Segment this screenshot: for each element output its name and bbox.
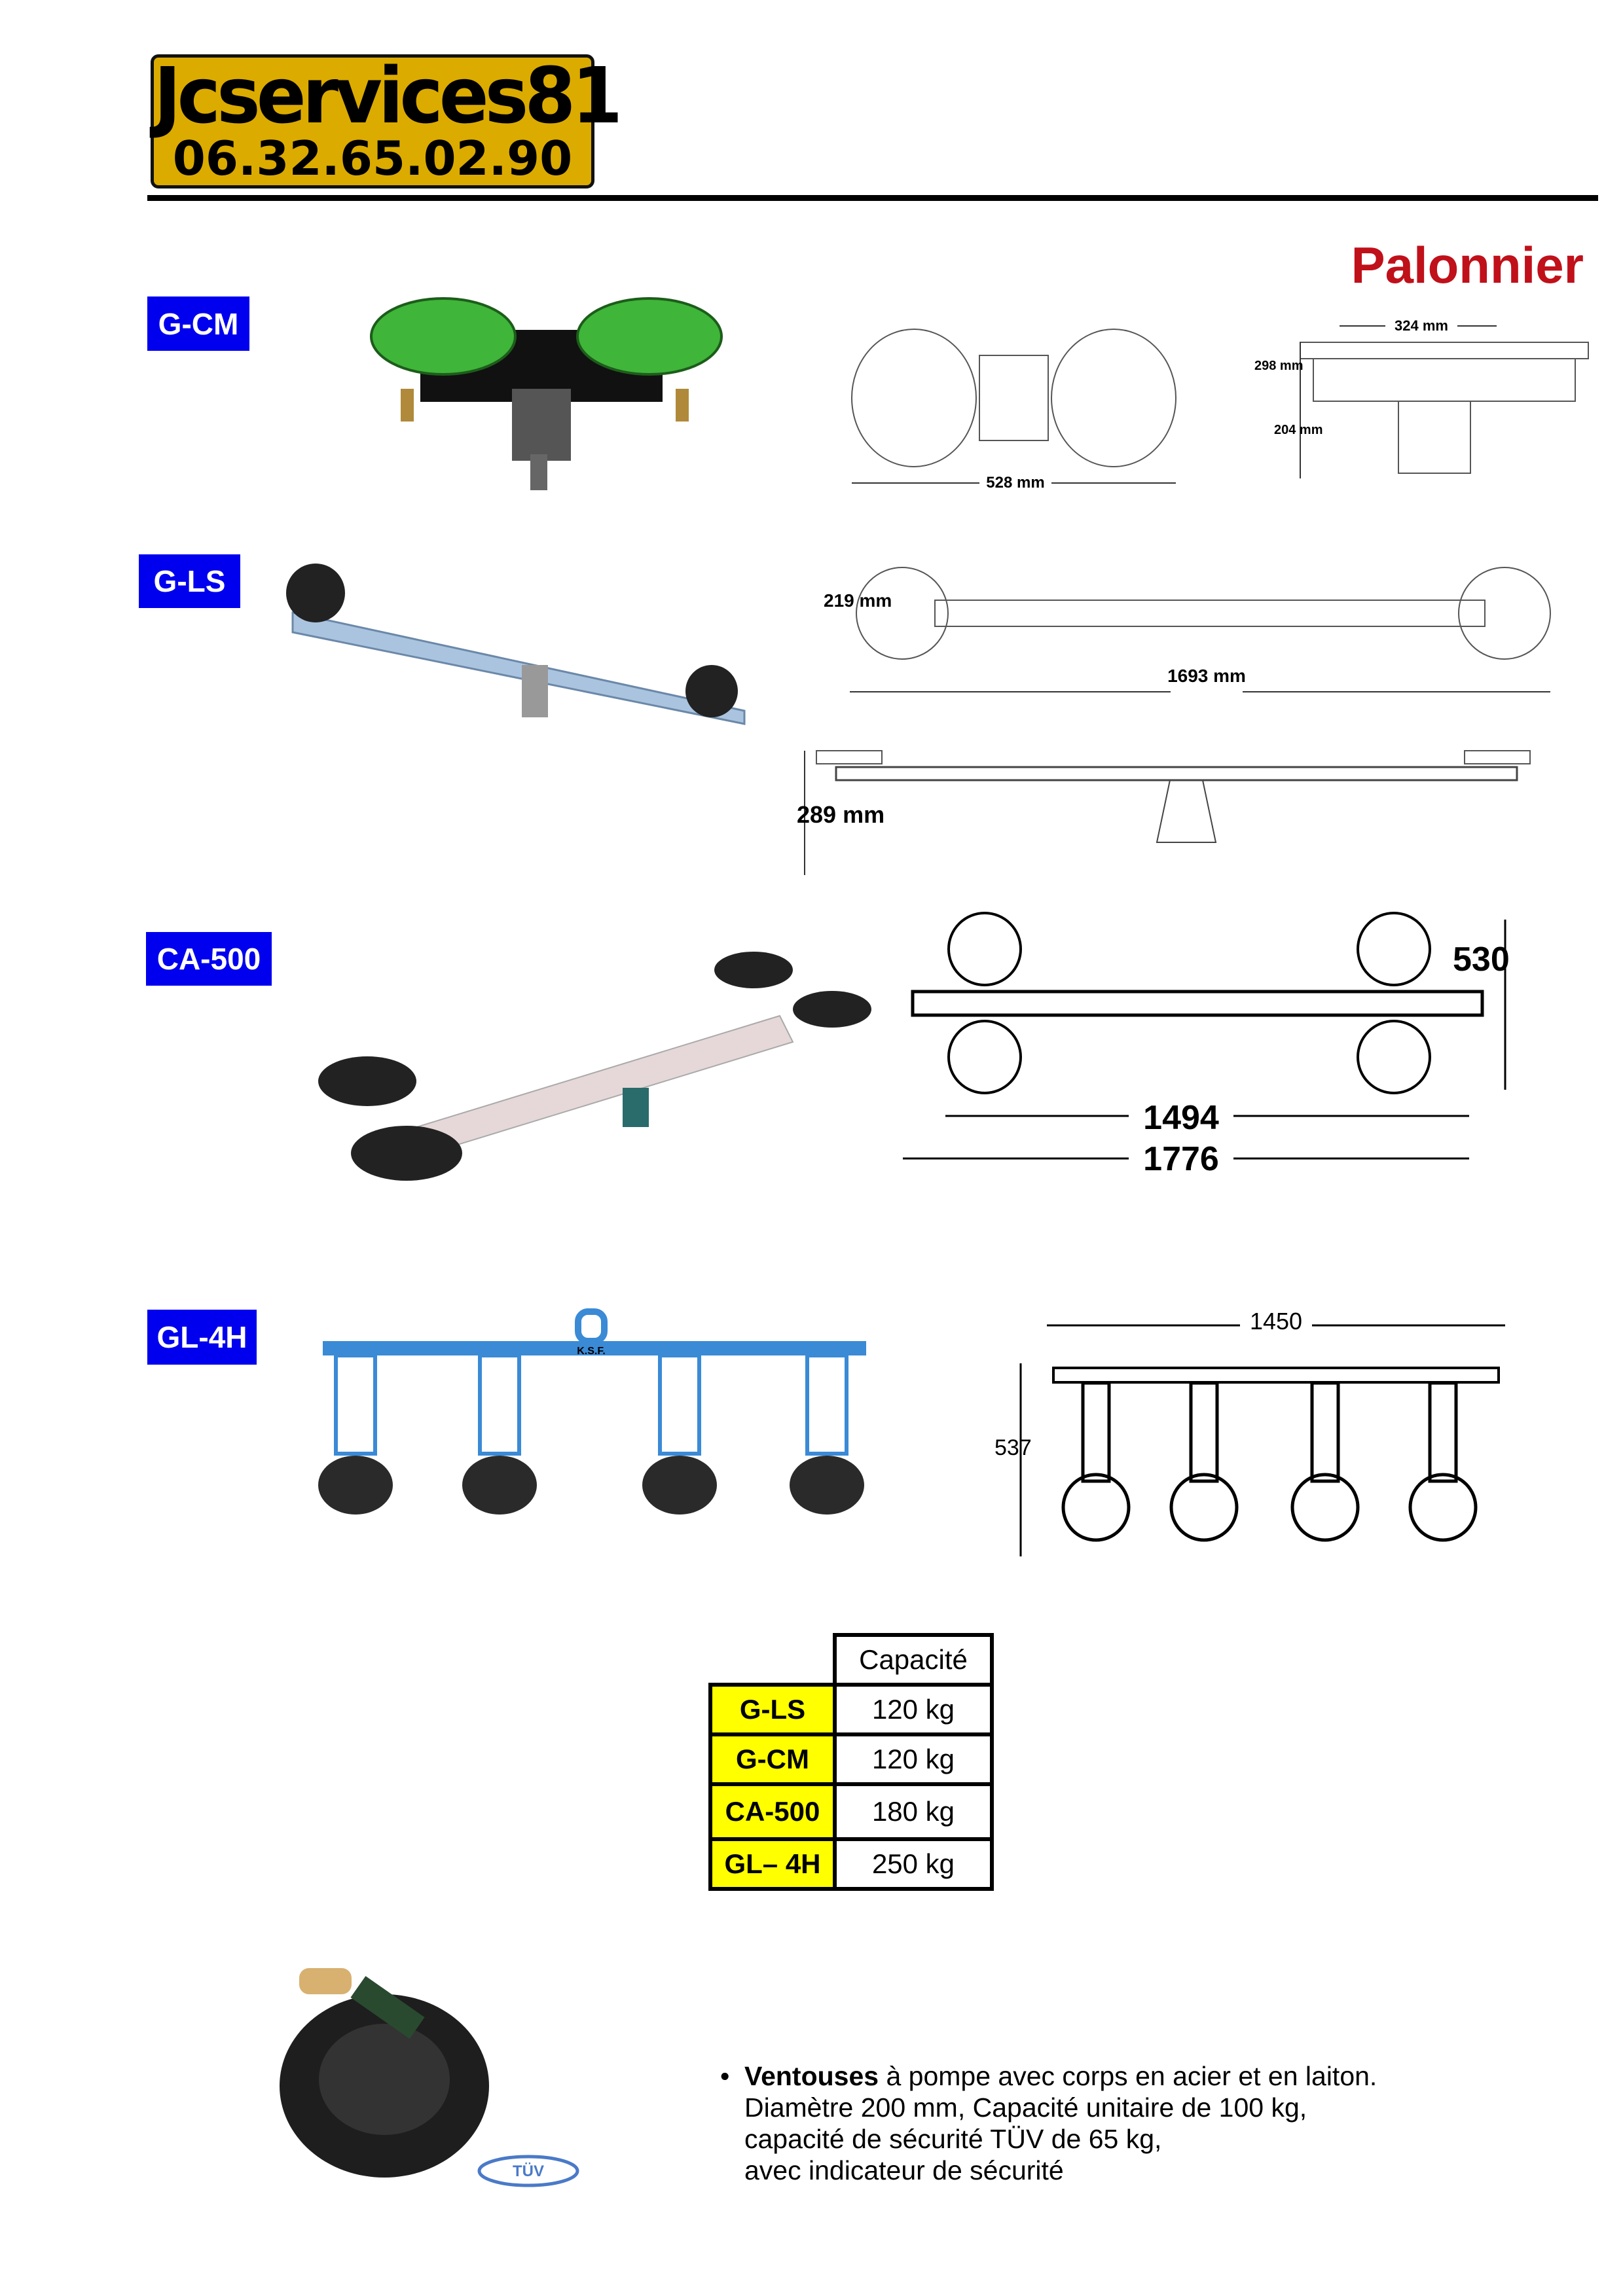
capacity-cell: 120 kg bbox=[833, 1683, 994, 1736]
model-tag-gls: G-LS bbox=[139, 554, 240, 608]
ventouse-description: • Ventouses à pompe avec corps en acier … bbox=[720, 2060, 1377, 2186]
description-bold: Ventouses bbox=[744, 2061, 879, 2091]
dim-label: 1776 bbox=[1143, 1140, 1219, 1178]
dim-label: 537 bbox=[994, 1435, 1032, 1460]
dim-label: 528 mm bbox=[986, 474, 1044, 491]
model-cell: GL– 4H bbox=[708, 1837, 837, 1891]
dim-label: 1494 bbox=[1143, 1099, 1219, 1137]
dim-label: 204 mm bbox=[1274, 423, 1323, 437]
gl4h-drawing: 1450 537 bbox=[994, 1308, 1505, 1556]
logo-phone: 06.32.65.02.90 bbox=[172, 131, 573, 186]
description-line: Diamètre 200 mm, Capacité unitaire de 10… bbox=[744, 2092, 1307, 2123]
model-cell: G-LS bbox=[708, 1683, 837, 1736]
gcm-drawing-top: 528 mm bbox=[851, 329, 1176, 491]
capacity-cell: 250 kg bbox=[833, 1837, 994, 1891]
gl4h-photo: K.S.F. bbox=[318, 1308, 866, 1515]
capacity-cell: 180 kg bbox=[833, 1782, 994, 1841]
model-tag-gcm: G-CM bbox=[147, 296, 249, 351]
header-divider bbox=[147, 195, 1598, 201]
dim-label: 298 mm bbox=[1254, 359, 1304, 373]
photo-mark: K.S.F. bbox=[577, 1346, 606, 1357]
dim-label: 530 bbox=[1453, 941, 1510, 978]
gcm-photo bbox=[370, 297, 723, 490]
dim-label: 289 mm bbox=[797, 801, 884, 828]
dim-label: 219 mm bbox=[824, 590, 892, 611]
dim-label: 1450 bbox=[1250, 1308, 1302, 1335]
capacity-header: Capacité bbox=[833, 1633, 994, 1687]
gls-drawing-side: 289 mm bbox=[797, 750, 1531, 875]
logo-name: Jcservices81 bbox=[154, 51, 623, 141]
model-tag-gl4h: GL-4H bbox=[147, 1310, 257, 1365]
gls-drawing-top: 219 mm 1693 mm bbox=[824, 567, 1551, 711]
page-title: Palonnier bbox=[1351, 236, 1584, 294]
company-logo: Jcservices81 06.32.65.02.90 bbox=[151, 51, 623, 188]
capacity-cell: 120 kg bbox=[833, 1732, 994, 1786]
description-line: avec indicateur de sécurité bbox=[744, 2155, 1064, 2185]
ca500-photo bbox=[318, 952, 871, 1181]
tuv-cert-logo: TÜV bbox=[513, 2162, 544, 2180]
dim-label: 1693 mm bbox=[1167, 666, 1246, 686]
description-line: à pompe avec corps en acier et en laiton… bbox=[879, 2061, 1377, 2091]
model-tag-ca500: CA-500 bbox=[146, 932, 272, 986]
gcm-drawing-side: 324 mm 298 mm 204 mm bbox=[1254, 316, 1589, 478]
ca500-drawing: 530 1494 1776 bbox=[903, 912, 1510, 1178]
gls-photo bbox=[286, 564, 746, 725]
description-line: capacité de sécurité TÜV de 65 kg, bbox=[744, 2124, 1162, 2154]
suction-cup-photo: TÜV bbox=[280, 1968, 579, 2187]
bullet-icon: • bbox=[720, 2061, 730, 2091]
dim-label: 324 mm bbox=[1395, 317, 1448, 334]
model-cell: G-CM bbox=[708, 1732, 837, 1786]
model-cell: CA-500 bbox=[708, 1782, 837, 1841]
